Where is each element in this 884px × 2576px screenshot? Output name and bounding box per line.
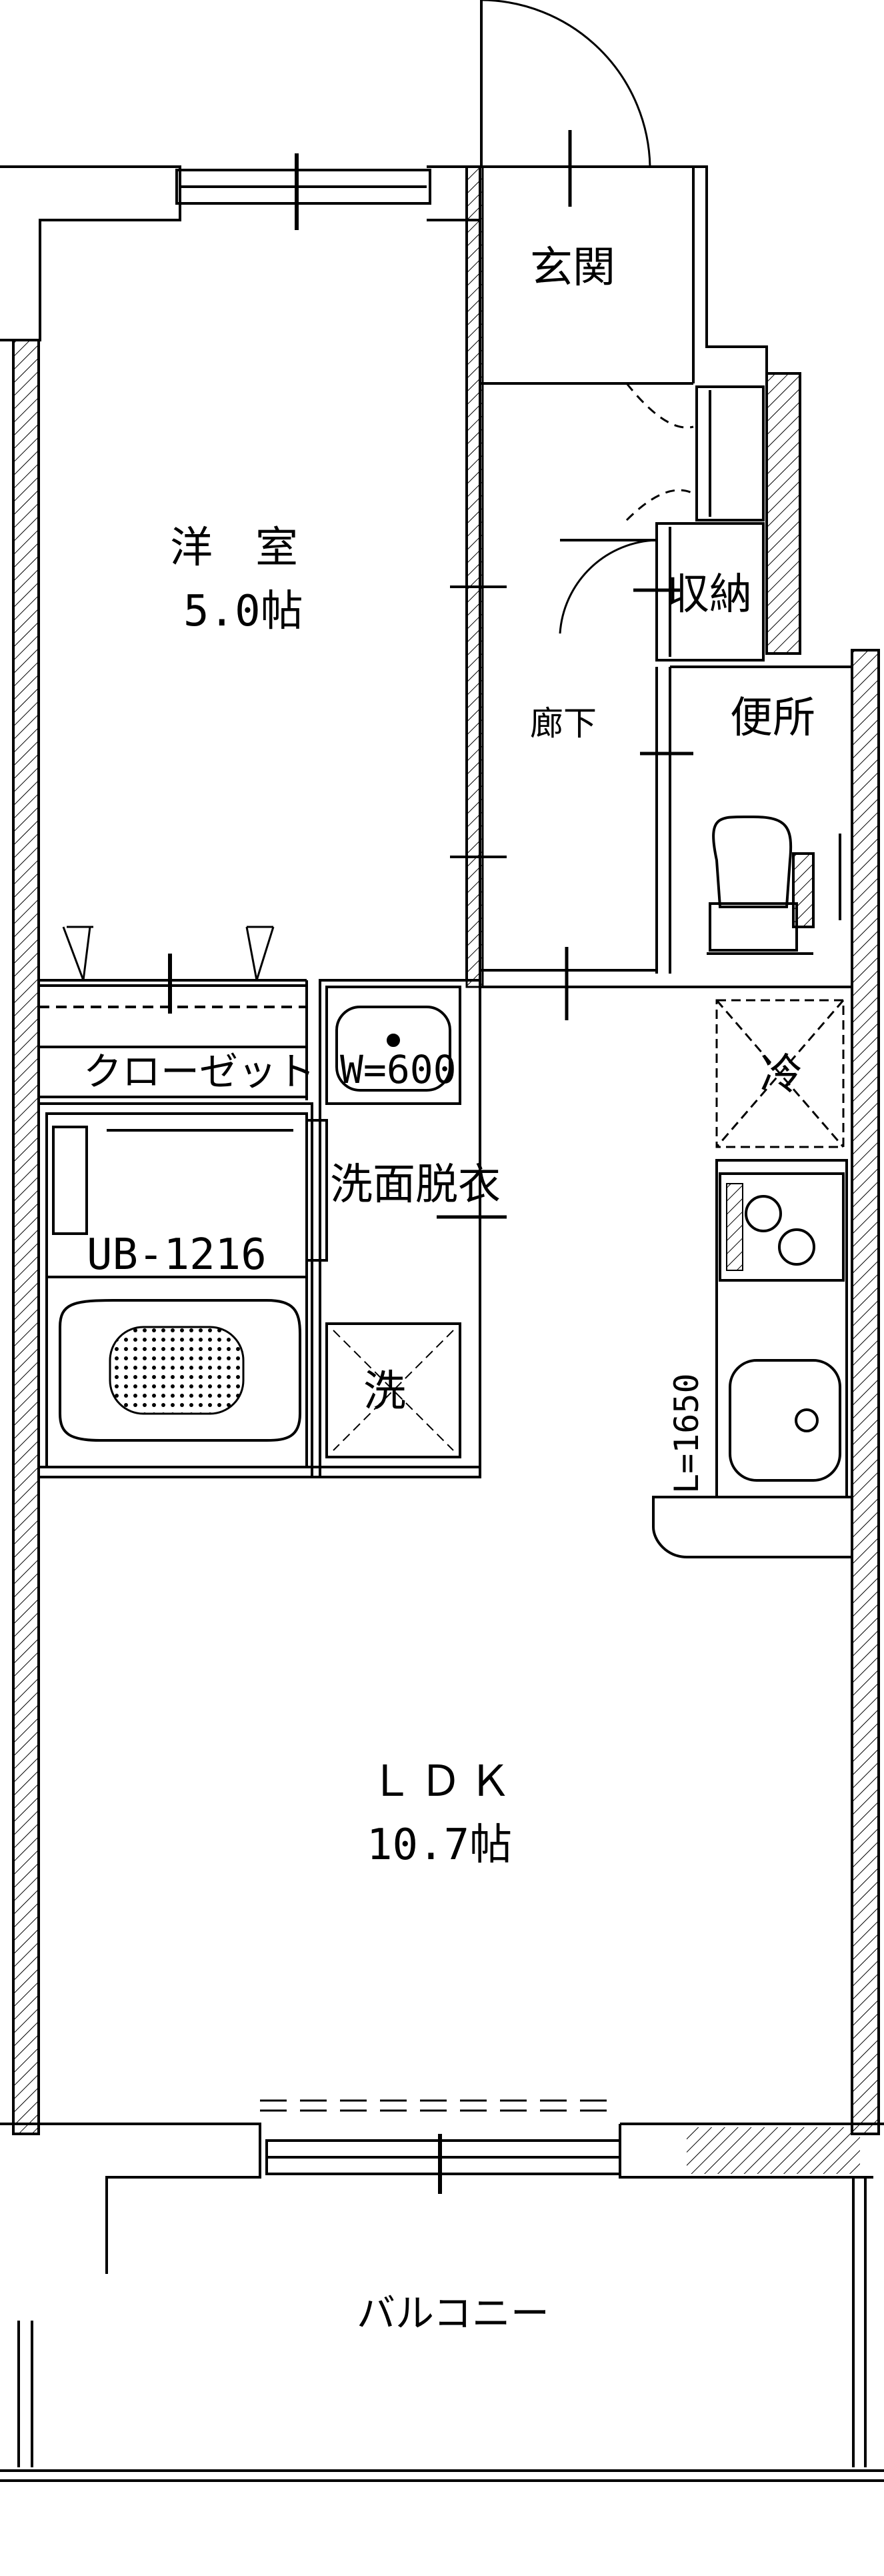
basin-label: W=600 — [340, 1047, 457, 1092]
washroom — [39, 979, 507, 1478]
bath-unit — [37, 1102, 328, 1478]
entrance-label: 玄関 — [530, 243, 615, 293]
entrance-door — [480, 0, 660, 207]
bottom-wall — [0, 2099, 884, 2482]
kitchen — [652, 1159, 853, 1558]
top-wall — [0, 153, 481, 341]
toilet-label: 便所 — [730, 694, 815, 743]
kitchen-length-label: L=1650 — [667, 1373, 706, 1494]
hallway-label: 廊下 — [530, 704, 597, 743]
pipe-space — [695, 372, 801, 655]
washroom-label: 洗面脱衣 — [330, 1160, 501, 1210]
bath-unit-label: UB-1216 — [87, 1230, 267, 1280]
closet — [39, 926, 308, 1100]
hallway-walls — [480, 667, 852, 1020]
left-wall — [12, 339, 40, 2135]
toilet-fixture — [707, 815, 841, 955]
refrigerator-label: 冷 — [760, 1050, 803, 1100]
storage-closet — [559, 522, 765, 662]
storage-label: 収納 — [667, 570, 752, 619]
ldk-name: ＬＤＫ — [370, 1757, 518, 1806]
western-room-name: 洋 室 — [170, 523, 298, 573]
shoe-storage — [625, 383, 694, 521]
right-wall — [851, 649, 880, 2135]
refrigerator — [715, 999, 845, 1148]
hall-walls — [450, 165, 768, 988]
western-room-area: 5.0帖 — [183, 587, 303, 636]
washer-label: 洗 — [363, 1367, 406, 1416]
ldk-area: 10.7帖 — [367, 1820, 513, 1870]
balcony-label: バルコニー — [357, 2291, 549, 2336]
toilet-room — [670, 666, 852, 955]
closet-label: クローゼット — [83, 1049, 316, 1094]
